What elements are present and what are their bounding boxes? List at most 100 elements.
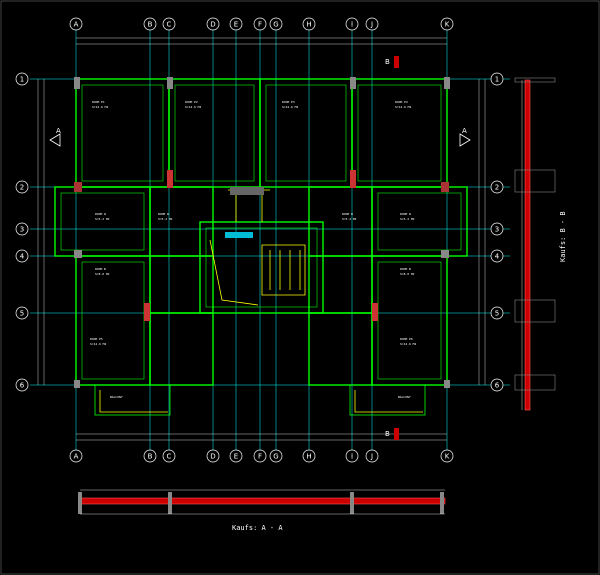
grid-bubble-col-top: G — [269, 17, 283, 31]
grid-bubble-label: I — [351, 21, 353, 29]
grid-bubble-row-right: 1 — [490, 72, 504, 86]
grid-bubble-label: H — [306, 453, 311, 461]
svg-text:BALCONY: BALCONY — [398, 395, 411, 399]
grid-bubble-circle — [162, 449, 176, 463]
grid-bubble-circle — [69, 449, 83, 463]
grid-bubble-label: 4 — [20, 253, 25, 261]
grid-bubble-label: J — [370, 21, 373, 29]
grid-bubble-circle — [302, 17, 316, 31]
section-cut-indicators — [394, 56, 399, 440]
grid-bubble-col-top: C — [162, 17, 176, 31]
grid-bubble-label: E — [234, 453, 238, 461]
grid-bubble-label: 3 — [495, 226, 499, 234]
stair-landing — [225, 232, 253, 238]
svg-text:ROOM B: ROOM B — [95, 267, 106, 271]
grid-bubble-circle — [440, 17, 454, 31]
grid-bubble-col-top: E — [229, 17, 243, 31]
grid-bubble-row-left: 6 — [15, 378, 29, 392]
grid-bubble-label: 4 — [495, 253, 500, 261]
grid-bubble-col-top: H — [302, 17, 316, 31]
svg-text:S=14.6 M2: S=14.6 M2 — [185, 105, 201, 109]
room-labels: ROOM P1S=14.6 M2 ROOM P2S=14.6 M2 ROOM P… — [90, 100, 416, 399]
svg-text:S=8.0 M2: S=8.0 M2 — [400, 272, 415, 276]
grid-bubble-circle — [490, 222, 504, 236]
grid-bubble-circle — [253, 17, 267, 31]
grid-bubble-col-bottom: K — [440, 449, 454, 463]
grid-bubble-label: K — [445, 21, 450, 29]
grid-bubble-circle — [15, 180, 29, 194]
grid-bubble-circle — [69, 17, 83, 31]
grid-bubble-circle — [345, 449, 359, 463]
grid-bubble-circle — [490, 249, 504, 263]
grid-bubble-circle — [15, 72, 29, 86]
grid-bubble-label: 6 — [20, 382, 25, 390]
svg-text:S=14.6 M2: S=14.6 M2 — [92, 105, 108, 109]
svg-text:ROOM P2: ROOM P2 — [185, 100, 198, 104]
svg-text:S=14.6 M2: S=14.6 M2 — [90, 342, 106, 346]
grid-bubble-circle — [365, 449, 379, 463]
grid-bubble-row-left: 4 — [15, 249, 29, 263]
grid-bubble-label: 2 — [495, 184, 499, 192]
svg-text:ROOM B: ROOM B — [400, 267, 411, 271]
svg-text:ROOM P1: ROOM P1 — [92, 100, 105, 104]
grid-bubble-label: A — [74, 21, 79, 29]
svg-text:S=5.2 M2: S=5.2 M2 — [400, 217, 415, 221]
section-b-drawing — [514, 77, 556, 411]
section-mark-top: B — [385, 58, 390, 66]
grid-bubble-circle — [269, 17, 283, 31]
grid-bubble-col-bottom: A — [69, 449, 83, 463]
svg-text:S=5.2 M2: S=5.2 M2 — [342, 217, 357, 221]
grid-bubble-row-right: 3 — [490, 222, 504, 236]
grid-bubble-row-left: 5 — [15, 306, 29, 320]
svg-text:S=8.0 M2: S=8.0 M2 — [95, 272, 110, 276]
grid-bubble-col-bottom: G — [269, 449, 283, 463]
grid-bubble-circle — [440, 449, 454, 463]
grid-bubble-label: A — [74, 453, 79, 461]
svg-text:S=14.6 M2: S=14.6 M2 — [400, 342, 416, 346]
grid-bubble-row-right: 4 — [490, 249, 504, 263]
grid-bubble-label: 6 — [495, 382, 500, 390]
grid-bubble-col-bottom: H — [302, 449, 316, 463]
grid-bubble-circle — [143, 449, 157, 463]
grid-bubble-label: C — [167, 453, 172, 461]
grid-bubble-col-bottom: J — [365, 449, 379, 463]
grid-bubble-label: G — [273, 21, 278, 29]
grid-bubble-row-right: 2 — [490, 180, 504, 194]
grid-bubble-row-left: 1 — [15, 72, 29, 86]
section-mark-bottom: B — [385, 430, 390, 438]
grid-bubble-label: B — [148, 453, 153, 461]
grid-bubble-circle — [253, 449, 267, 463]
grid-bubble-label: 5 — [20, 310, 24, 318]
grid-bubble-row-right: 5 — [490, 306, 504, 320]
section-mark-arrows — [49, 133, 471, 147]
grid-bubble-label: 2 — [20, 184, 24, 192]
grid-bubble-col-bottom: E — [229, 449, 243, 463]
grid-bubble-col-top: A — [69, 17, 83, 31]
svg-text:ROOM W: ROOM W — [400, 212, 411, 216]
grid-bubble-circle — [269, 449, 283, 463]
svg-text:S=5.2 M2: S=5.2 M2 — [158, 217, 173, 221]
grid-bubble-label: H — [306, 21, 311, 29]
section-mark-left: A — [56, 127, 61, 135]
grid-bubble-circle — [15, 249, 29, 263]
grid-bubble-col-top: J — [365, 17, 379, 31]
grid-bubble-label: B — [148, 21, 153, 29]
grid-bubble-col-bottom: F — [253, 449, 267, 463]
grid-bubble-circle — [365, 17, 379, 31]
svg-text:ROOM W: ROOM W — [158, 212, 169, 216]
grid-bubble-circle — [143, 17, 157, 31]
grid-bubble-label: 1 — [20, 76, 24, 84]
section-a-drawing — [78, 489, 446, 515]
svg-text:BALCONY: BALCONY — [110, 395, 123, 399]
grid-bubble-label: I — [351, 453, 353, 461]
svg-text:ROOM P4: ROOM P4 — [395, 100, 408, 104]
grid-bubble-circle — [206, 449, 220, 463]
grid-bubble-circle — [15, 378, 29, 392]
grid-bubble-row-left: 3 — [15, 222, 29, 236]
svg-text:S=5.2 M2: S=5.2 M2 — [95, 217, 110, 221]
grid-bubble-col-bottom: D — [206, 449, 220, 463]
svg-text:S=14.6 M2: S=14.6 M2 — [282, 105, 298, 109]
